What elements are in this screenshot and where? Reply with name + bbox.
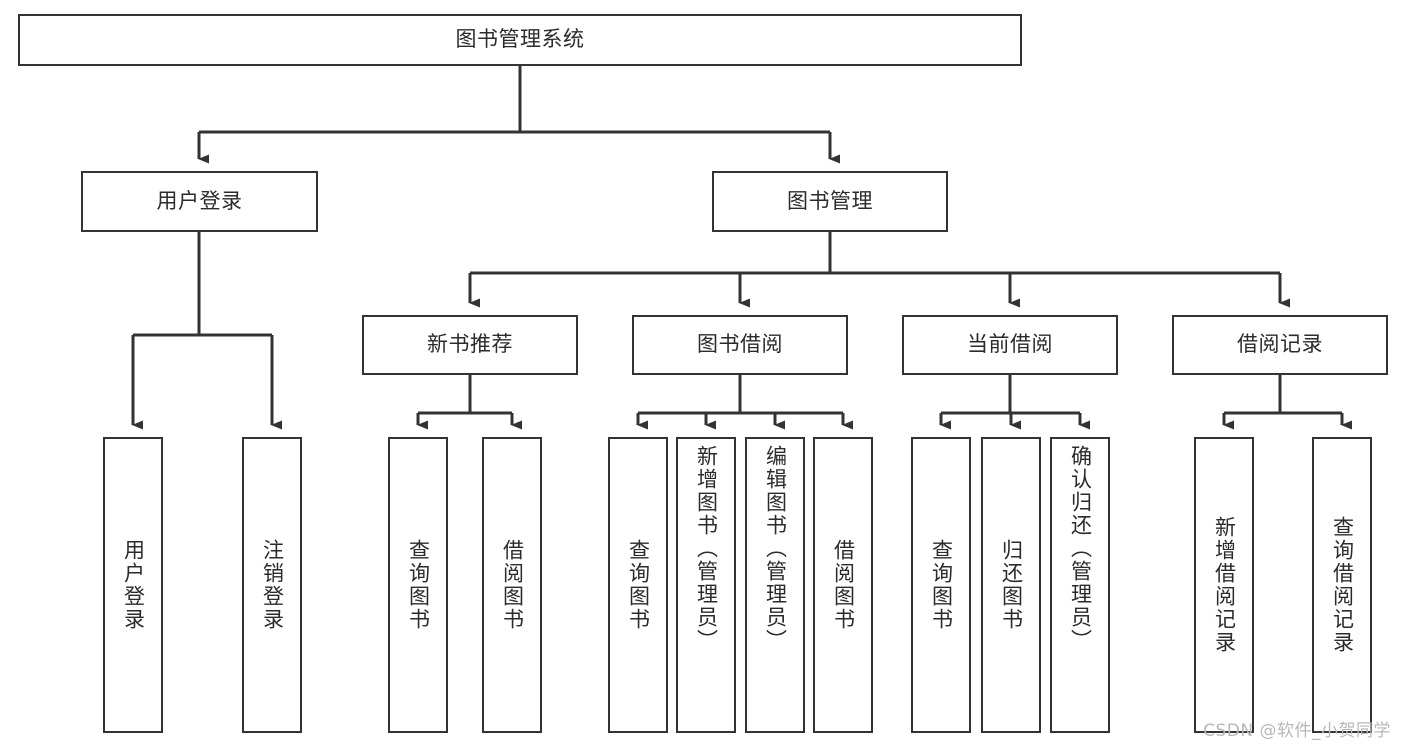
node-leaf-logout[interactable]: 注销登录 [242, 437, 302, 733]
node-label: 归还图书 [999, 539, 1024, 631]
node-label: 新增借阅记录 [1212, 516, 1237, 654]
node-label: 注销登录 [260, 539, 285, 631]
node-label: 借阅记录 [1237, 332, 1323, 357]
node-leaf-add-record[interactable]: 新增借阅记录 [1194, 437, 1254, 733]
node-current-borrow[interactable]: 当前借阅 [902, 315, 1118, 375]
node-label: 新书推荐 [427, 332, 513, 357]
node-new-book-rec[interactable]: 新书推荐 [362, 315, 578, 375]
node-label: 图书管理系统 [455, 27, 585, 52]
node-leaf-borrow-book-2[interactable]: 借阅图书 [813, 437, 873, 733]
node-leaf-edit-book[interactable]: 编辑图书（管理员） [745, 437, 805, 733]
node-root-root[interactable]: 图书管理系统 [18, 14, 1022, 66]
node-label: 借阅图书 [831, 539, 856, 631]
watermark-text: CSDN @软件_小贺同学 [1203, 721, 1391, 741]
node-label: 查询借阅记录 [1330, 516, 1355, 654]
node-leaf-confirm-return[interactable]: 确认归还（管理员） [1050, 437, 1110, 733]
node-label: 借阅图书 [500, 539, 525, 631]
node-leaf-return-book[interactable]: 归还图书 [981, 437, 1041, 733]
node-label: 用户登录 [121, 539, 146, 631]
node-borrow-record[interactable]: 借阅记录 [1172, 315, 1388, 375]
node-label: 当前借阅 [967, 332, 1053, 357]
node-label: 编辑图书（管理员） [763, 445, 788, 652]
node-leaf-user-login[interactable]: 用户登录 [103, 437, 163, 733]
node-leaf-query-book-2[interactable]: 查询图书 [608, 437, 668, 733]
node-user-login[interactable]: 用户登录 [81, 171, 318, 232]
node-book-manage[interactable]: 图书管理 [712, 171, 948, 232]
node-label: 查询图书 [406, 539, 431, 631]
node-leaf-query-record[interactable]: 查询借阅记录 [1312, 437, 1372, 733]
edge-group [131, 66, 1352, 430]
node-label: 查询图书 [626, 539, 651, 631]
node-label: 查询图书 [929, 539, 954, 631]
node-label: 图书管理 [787, 188, 873, 213]
node-leaf-borrow-book-1[interactable]: 借阅图书 [482, 437, 542, 733]
node-label: 图书借阅 [697, 332, 783, 357]
node-label: 确认归还（管理员） [1068, 445, 1093, 652]
node-label: 用户登录 [156, 188, 243, 213]
node-leaf-query-book-3[interactable]: 查询图书 [911, 437, 971, 733]
node-leaf-add-book[interactable]: 新增图书（管理员） [676, 437, 736, 733]
node-book-borrow[interactable]: 图书借阅 [632, 315, 848, 375]
node-leaf-query-book-1[interactable]: 查询图书 [388, 437, 448, 733]
node-label: 新增图书（管理员） [694, 445, 719, 652]
